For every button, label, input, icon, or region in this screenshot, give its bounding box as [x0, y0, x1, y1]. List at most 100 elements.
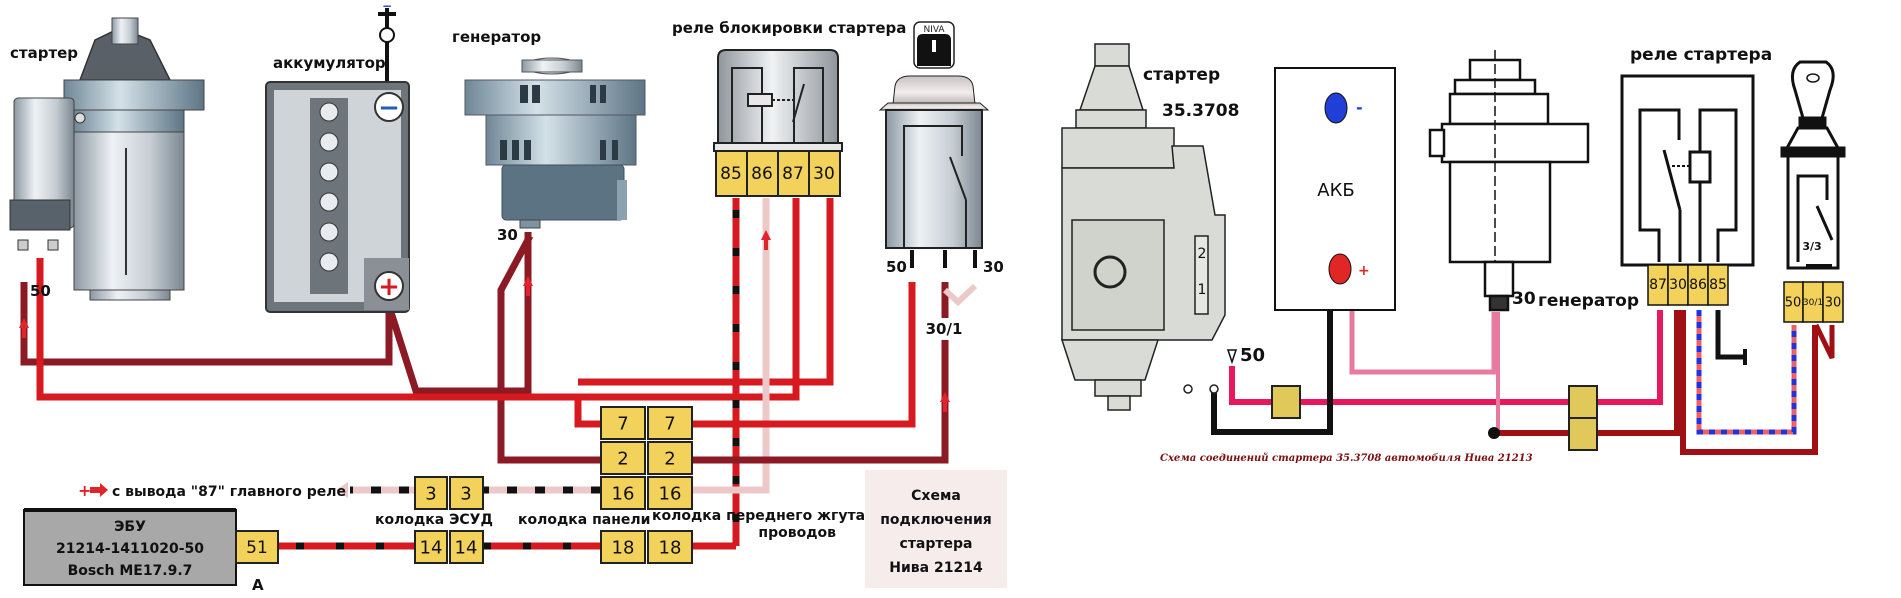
wire-7-ign50 [693, 282, 916, 428]
ignition-pin: 50 [1785, 296, 1802, 311]
connector-pin: 16 [659, 484, 682, 505]
connector-pin: 3 [425, 484, 436, 505]
title-line: стартера [900, 536, 973, 552]
battery-negative-dot [1324, 92, 1348, 124]
top-minus-icon: − [382, 0, 392, 13]
blocking-relay [713, 49, 843, 152]
title-line: Схема [911, 488, 961, 504]
wire-relay-30b [578, 198, 834, 386]
ignition-switch [878, 21, 990, 268]
battery-positive-dot [1328, 253, 1352, 285]
ecu-box [23, 508, 279, 586]
arrow-up-icon [761, 230, 771, 250]
battery-label: аккумулятор [273, 54, 386, 72]
wire-relay30-ign301 [1680, 310, 1818, 455]
relay-pin: 85 [1709, 277, 1727, 293]
battery-pos-sign: + [1358, 263, 1370, 279]
arrow-up-icon [19, 318, 29, 338]
arrow-up-icon [523, 276, 533, 296]
connector-pin: 14 [420, 538, 443, 559]
front-harness-label-1: колодка переднего жгута [652, 508, 865, 524]
relay-pin: 87 [782, 164, 804, 184]
starter-50-label: 50 [30, 282, 51, 300]
battery-neg-sign: - [1356, 98, 1363, 117]
wire-relay-86 [693, 198, 770, 494]
wire-relay-87 [578, 198, 800, 401]
connector-pin: 3 [460, 484, 471, 505]
battery [265, 8, 410, 313]
niva-badge: NIVA [923, 25, 945, 35]
title-box [865, 470, 1007, 588]
wire-ign30 [1813, 323, 1835, 360]
starter-35-3708 [1060, 43, 1226, 411]
generator-label: генератор [452, 28, 541, 46]
connector-pin: 7 [664, 414, 675, 435]
right-starter-label: стартер [1143, 65, 1220, 85]
akb-label: АКБ [1317, 180, 1354, 201]
front-harness-label-2: проводов [758, 525, 836, 541]
ignition-30-label: 30 [983, 258, 1004, 276]
ecu-title: ЭБУ [114, 519, 146, 535]
battery-positive-terminal [374, 271, 404, 301]
arrow-right-icon [90, 483, 108, 497]
label-bg [916, 318, 972, 340]
right-caption: Схема соединений стартера 35.3708 автомо… [1160, 453, 1533, 464]
title-line: Нива 21214 [889, 560, 983, 576]
main-relay-note: с вывода "87" главного реле [112, 484, 346, 500]
right-relay-connector: 87 30 86 85 [1647, 264, 1729, 306]
connector-pin: 14 [455, 538, 478, 559]
generator-30-label: 30 [497, 226, 518, 244]
right-relay-label: реле стартера [1630, 45, 1772, 65]
ecu-model: Bosch ME17.9.7 [68, 563, 193, 579]
wire-gen-relay30 [1498, 310, 1680, 436]
wire-50-relay87 [1229, 310, 1663, 405]
ignition-30-1-label: 30/1 [926, 320, 963, 338]
relay-pin: 87 [1649, 277, 1667, 293]
connector-pin: 16 [612, 484, 635, 505]
ecu-connector-a: A [252, 576, 264, 594]
ecu-pin-51: 51 [246, 538, 268, 558]
ignition-50-label: 50 [886, 258, 907, 276]
right-generator [1428, 50, 1590, 312]
blocking-relay-label: реле блокировки стартера [672, 19, 906, 37]
arrow-left-pink [336, 482, 348, 498]
blocking-relay-connector: 85 86 87 30 [715, 150, 841, 197]
connector-pin: 7 [617, 414, 628, 435]
ignition-pin: 30 [1825, 296, 1842, 311]
wire-ground [1211, 304, 1333, 435]
current-arrows [19, 230, 950, 412]
wire-85-ground [1715, 310, 1745, 360]
main-relay-plus-icon: + [78, 481, 91, 500]
wire-generator-down [497, 234, 601, 464]
connector-pin: 18 [659, 538, 682, 559]
inline-connector [1271, 385, 1301, 419]
solenoid-term: 1 [1198, 282, 1207, 298]
ecu-part-number: 21214-1411020-50 [56, 541, 204, 557]
connector-pin: 2 [617, 449, 628, 470]
right-starter-50: 50 [1240, 345, 1265, 366]
title-line: подключения [880, 512, 992, 528]
esud-connector-label: колодка ЭСУД [375, 512, 493, 528]
connector-pin: 18 [612, 538, 635, 559]
ignition-pin: 30/1 [1803, 298, 1823, 308]
inline-connector [1568, 417, 1598, 451]
relay-pin: 30 [1669, 277, 1687, 293]
minus-icon: − [378, 93, 400, 123]
battery-negative-terminal [374, 92, 404, 122]
generator [464, 57, 646, 229]
connector-pin: 2 [664, 449, 675, 470]
wire-battery-generator [385, 232, 532, 395]
arrow-up-icon [940, 392, 950, 412]
relay-pin: 86 [1689, 277, 1707, 293]
plus-icon: + [378, 272, 400, 302]
right-relay [1620, 74, 1755, 267]
panel-connector-blocks: 7 7 2 2 16 16 18 18 [600, 406, 693, 564]
left-wires [19, 198, 978, 550]
right-ignition-connector: 50 30/1 30 [1783, 281, 1844, 323]
relay-pin: 30 [813, 164, 835, 184]
starter-label: стартер [10, 44, 78, 62]
starter-motor [9, 17, 205, 301]
arrow-down-icon [1226, 349, 1238, 365]
right-starter-model: 35.3708 [1162, 101, 1239, 121]
